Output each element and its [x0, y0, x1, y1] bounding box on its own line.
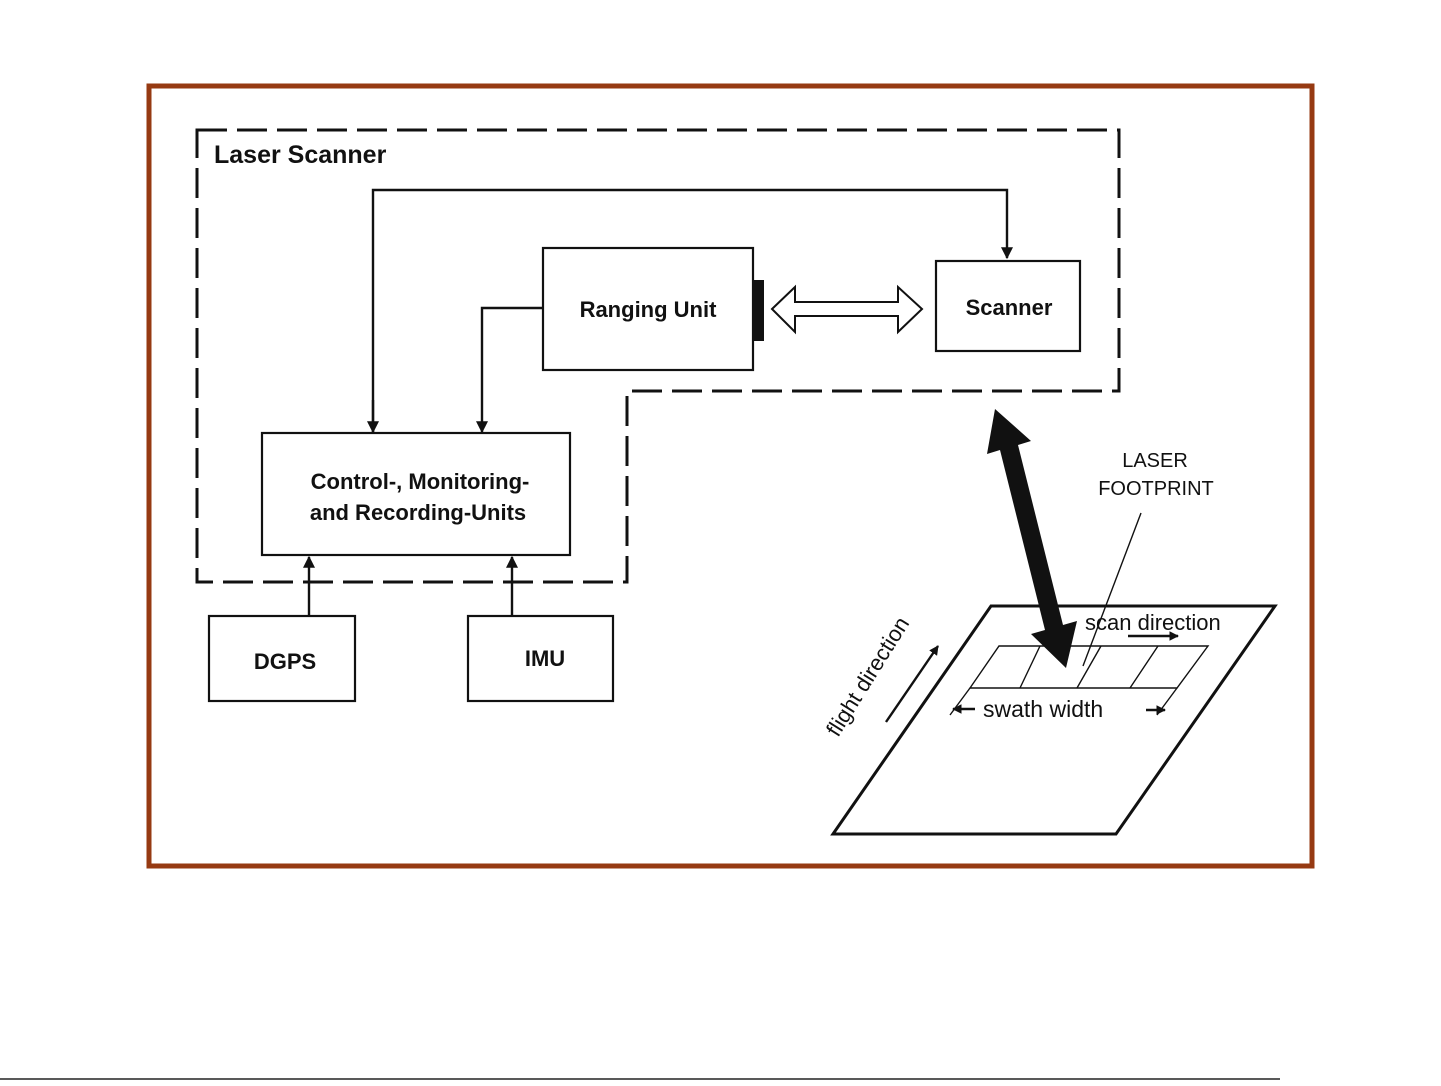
control-monitoring-recording-block: Control-, Monitoring- and Recording-Unit… — [262, 433, 570, 555]
imu-block: IMU — [468, 616, 613, 701]
ranging-unit-block: Ranging Unit — [543, 248, 764, 370]
scanner-label: Scanner — [966, 295, 1053, 320]
dgps-block: DGPS — [209, 616, 355, 701]
imu-label: IMU — [525, 646, 565, 671]
control-unit-label-line2: and Recording-Units — [310, 500, 526, 525]
ranging-unit-label: Ranging Unit — [580, 297, 718, 322]
laser-emitter-aperture — [753, 280, 764, 341]
swath-width-label: swath width — [983, 696, 1103, 722]
dgps-label: DGPS — [254, 649, 316, 674]
scanner-block: Scanner — [936, 261, 1080, 351]
control-unit-label-line1: Control-, Monitoring- — [311, 469, 530, 494]
laser-footprint-label-line2: FOOTPRINT — [1098, 478, 1214, 500]
scan-direction-label: scan direction — [1085, 610, 1221, 635]
laser-scanner-group-label: Laser Scanner — [214, 141, 387, 169]
laser-footprint-label-line1: LASER — [1122, 450, 1188, 472]
